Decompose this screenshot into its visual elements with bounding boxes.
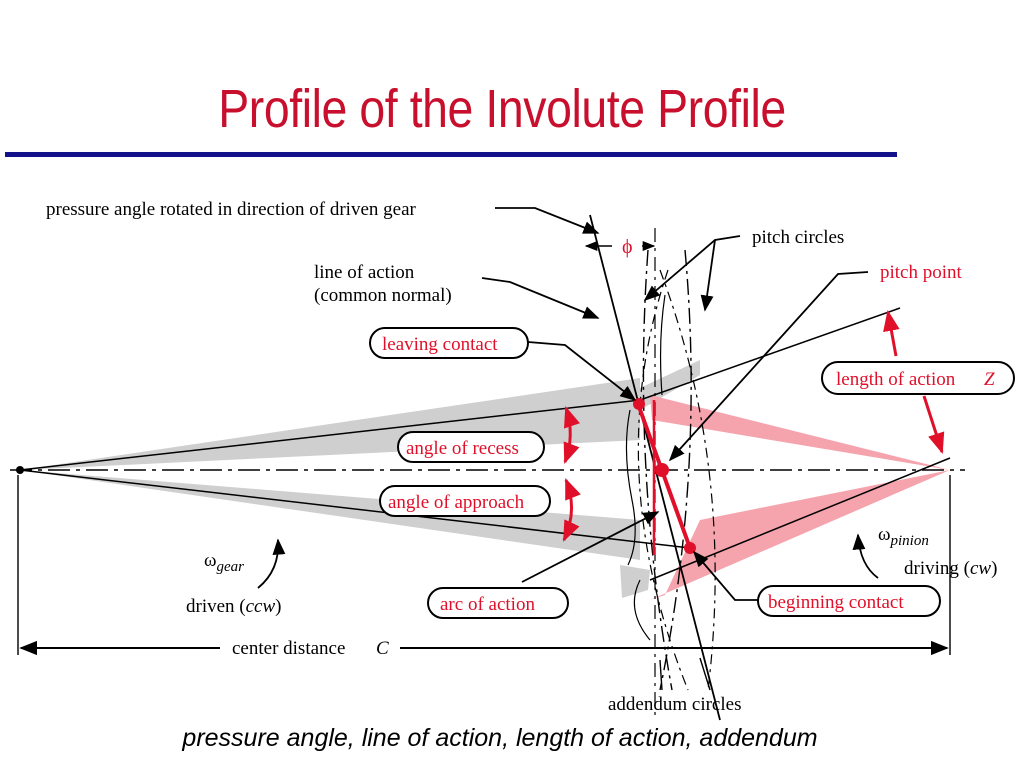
angle-of-recess-box [397, 431, 545, 463]
beginning-contact-box [757, 585, 941, 617]
leader-leaving-contact [527, 341, 637, 402]
pitch-point-dot [655, 463, 669, 477]
omega-gear-label: ωgear [204, 550, 244, 575]
omega-pinion-label: ωpinion [878, 524, 929, 549]
center-distance-symbol: C [376, 638, 389, 659]
gear-recess-sector [20, 378, 640, 470]
pressure-angle-note: pressure angle rotated in direction of d… [46, 199, 416, 220]
involute-tooth-1 [625, 409, 636, 566]
pitch-circles-label: pitch circles [752, 227, 844, 248]
leader-beginning-contact [692, 550, 763, 601]
pinion-recess-sector [650, 395, 950, 470]
gear-approach-sector [20, 470, 640, 560]
leaving-contact-box [369, 327, 529, 359]
angle-approach-arc [562, 478, 581, 542]
length-of-action-arrow-bottom [922, 395, 945, 454]
pitch-circle-pinion [659, 249, 692, 691]
leader-arc-of-action [521, 511, 660, 583]
pitch-point-label: pitch point [880, 262, 963, 283]
page-title: Profile of the Involute Profile [218, 79, 786, 139]
angle-recess-arc [563, 406, 580, 464]
gear-tooth-bottom [620, 565, 650, 598]
slide-caption: pressure angle, line of action, length o… [182, 724, 818, 752]
length-of-action-symbol: Z [984, 369, 995, 390]
arc-of-action-box [427, 587, 569, 619]
driving-label: driving (cw) [904, 558, 997, 579]
leader-pitch-point [668, 271, 869, 462]
involute-tooth-3 [633, 579, 651, 641]
addendum-circle-gear [637, 269, 689, 691]
arc-of-action-label: arc of action [440, 594, 535, 615]
title-underline [5, 152, 897, 157]
angle-of-recess-label: angle of recess [406, 438, 519, 459]
center-distance-label: center distance [232, 638, 345, 659]
leader-omega-pinion [852, 533, 879, 579]
pinion-radius-top [639, 307, 901, 401]
driven-label: driven (ccw) [186, 596, 282, 617]
length-of-action-box [821, 361, 1015, 395]
gear-radius-approach [19, 469, 691, 549]
pitch-circle-gear [642, 249, 673, 691]
leader-pitch-circles-1 [643, 235, 741, 302]
length-of-action-label: length of action [836, 369, 956, 390]
involute-tooth-2 [659, 294, 666, 396]
addendum-tick-left [659, 659, 663, 691]
angle-of-approach-box [379, 485, 551, 517]
pinion-approach-sector [650, 470, 950, 600]
length-of-action-arrow-top [883, 309, 900, 357]
beginning-contact-label: beginning contact [768, 592, 904, 613]
leader-pressure-angle [495, 207, 600, 234]
gear-radius-recess [19, 399, 641, 471]
leader-pitch-circles-2 [700, 239, 716, 312]
leader-omega-gear [257, 538, 286, 589]
leaving-contact-label: leaving contact [382, 334, 498, 355]
addendum-tick-right [699, 657, 711, 691]
addendum-circle-pinion [659, 269, 716, 691]
common-normal-label: (common normal) [314, 285, 452, 306]
angle-of-approach-label: angle of approach [388, 492, 525, 513]
leader-line-of-action [481, 277, 600, 319]
addendum-circles-label: addendum circles [608, 694, 741, 715]
phi-symbol: ϕ [622, 236, 633, 258]
line-of-action-label: line of action [314, 262, 415, 283]
